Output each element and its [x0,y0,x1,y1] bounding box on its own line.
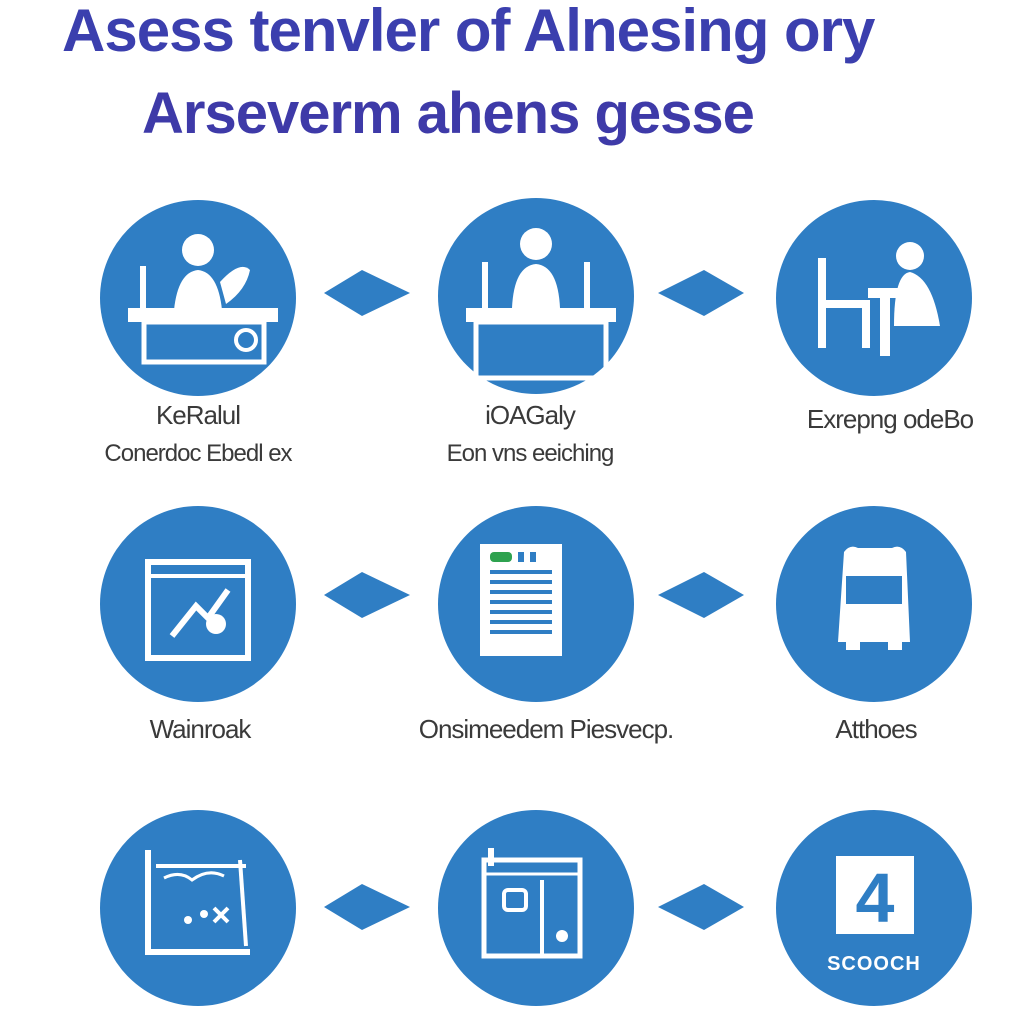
device-icon [838,546,910,650]
person-table-icon [466,228,616,381]
node-caption: SCOOCH [827,953,921,975]
node-label-3a: Exrepng odeBo [806,404,974,434]
arrow-2-3 [656,268,746,318]
node-label-1b: Conerdoc Ebedl ex [104,440,292,467]
number-four-text: 4 [856,859,895,937]
node-label-2b: Eon vns eeiching [446,440,615,467]
node-label-1a: KeRalul [155,400,241,430]
arrow-5-6 [656,570,746,620]
diamond-arrow-icon [324,270,410,316]
document-icon [480,544,562,656]
node-label-5a: Onsimeedem Piesvecp. [418,714,675,744]
diamond-arrow-icon [658,270,744,316]
arrow-1-2 [322,268,412,318]
number-four-icon: 4 SCOOCH [827,856,921,975]
node-number-four[interactable]: 4 SCOOCH [776,810,972,1006]
diamond-arrow-icon [658,884,744,930]
title-line-2: Arseverm ahens gesse [142,81,755,146]
arrow-8-9 [656,882,746,932]
node-panel[interactable] [438,810,634,1006]
graph-board-icon [145,850,250,955]
person-desk-icon [128,234,278,365]
arrow-7-8 [322,882,412,932]
node-label-2a: iOAGaly [485,400,576,430]
person-chair-icon [818,242,940,356]
node-label-6a: Atthoes [835,714,917,744]
arrow-4-5 [322,570,412,620]
title-line-1: Asess tenvler of Alnesing ory [62,0,875,64]
node-label-4a: Wainroak [149,714,252,744]
node-document[interactable] [438,506,634,702]
node-person-table[interactable] [438,198,634,394]
node-person-chair[interactable] [776,200,972,396]
node-graph-board[interactable] [100,810,296,1006]
node-device[interactable] [776,506,972,702]
diamond-arrow-icon [658,572,744,618]
diamond-arrow-icon [324,884,410,930]
node-window-chart[interactable] [100,506,296,702]
window-chart-icon [145,559,251,661]
diamond-arrow-icon [324,572,410,618]
node-person-desk[interactable] [100,200,296,396]
panel-icon [481,848,583,959]
